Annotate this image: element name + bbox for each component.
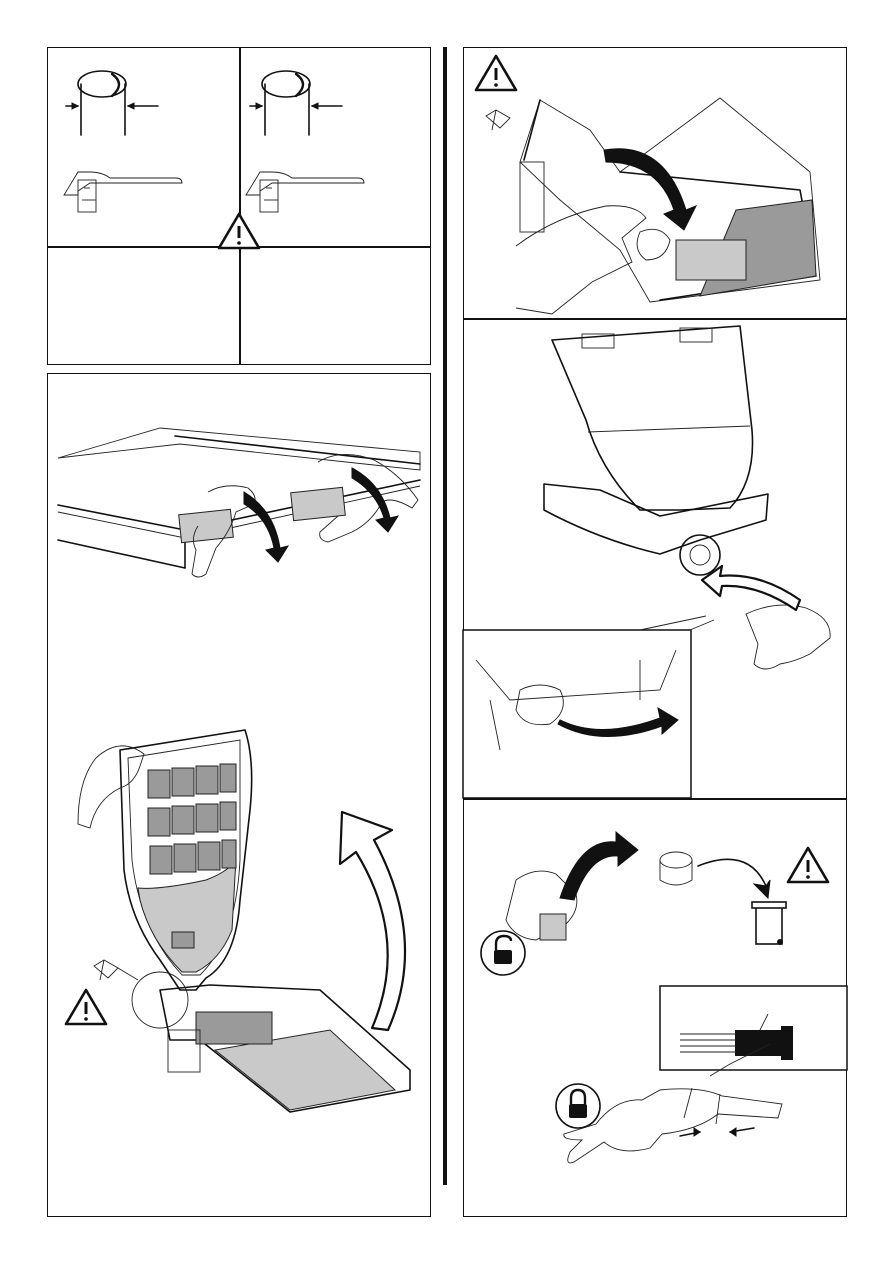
luminaire-cover-raised (544, 326, 768, 575)
unscrew-arrow (560, 832, 638, 900)
cable-strip-detail (660, 986, 847, 1070)
discard-arrow (698, 859, 770, 898)
hand-inserting-cable (746, 605, 830, 669)
pull-arrow (604, 149, 696, 230)
hand-pulling-cable (516, 206, 646, 314)
unlock-icon (481, 931, 525, 975)
insert-arrow (702, 566, 800, 610)
warning-icon (788, 848, 828, 882)
eye-icon (486, 110, 510, 130)
insert-detail-inset (463, 616, 714, 798)
warning-icon (476, 56, 516, 90)
lock-icon (556, 1084, 600, 1128)
seal-plug (660, 852, 692, 885)
trash-bin-icon (752, 902, 786, 945)
